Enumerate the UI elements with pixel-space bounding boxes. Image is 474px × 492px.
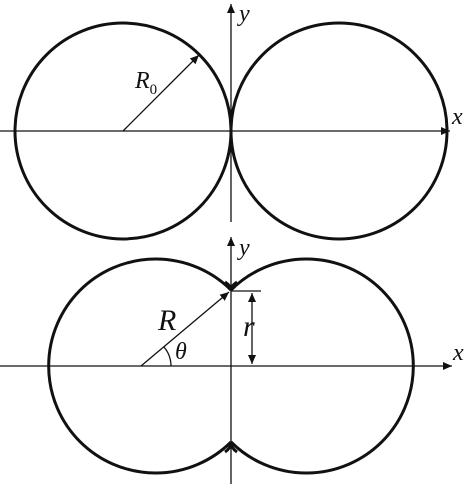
- bottom-panel: R r θ x y: [0, 235, 464, 484]
- top-radius-arrow: [122, 54, 200, 132]
- top-y-label: y: [237, 1, 250, 27]
- top-right-circle: [229, 21, 449, 241]
- top-radius-symbol: R: [134, 68, 150, 94]
- bottom-left-arc: [47, 257, 233, 475]
- theta-arc: [163, 346, 172, 367]
- theta-label: θ: [175, 339, 187, 365]
- bottom-x-label: x: [452, 340, 464, 366]
- bottom-top-cusp: [224, 280, 238, 291]
- top-radius-subscript: 0: [150, 82, 158, 98]
- top-panel: R0 x y: [0, 1, 463, 241]
- bottom-radius-label: R: [157, 304, 176, 337]
- bottom-radius-arrow: [140, 291, 230, 367]
- bottom-right-arc: [229, 257, 415, 475]
- bottom-height-label: r: [243, 310, 255, 343]
- top-radius-label: R0: [134, 68, 157, 98]
- bottom-bottom-cusp: [224, 441, 238, 454]
- bottom-y-label: y: [237, 235, 250, 261]
- top-x-label: x: [451, 104, 463, 130]
